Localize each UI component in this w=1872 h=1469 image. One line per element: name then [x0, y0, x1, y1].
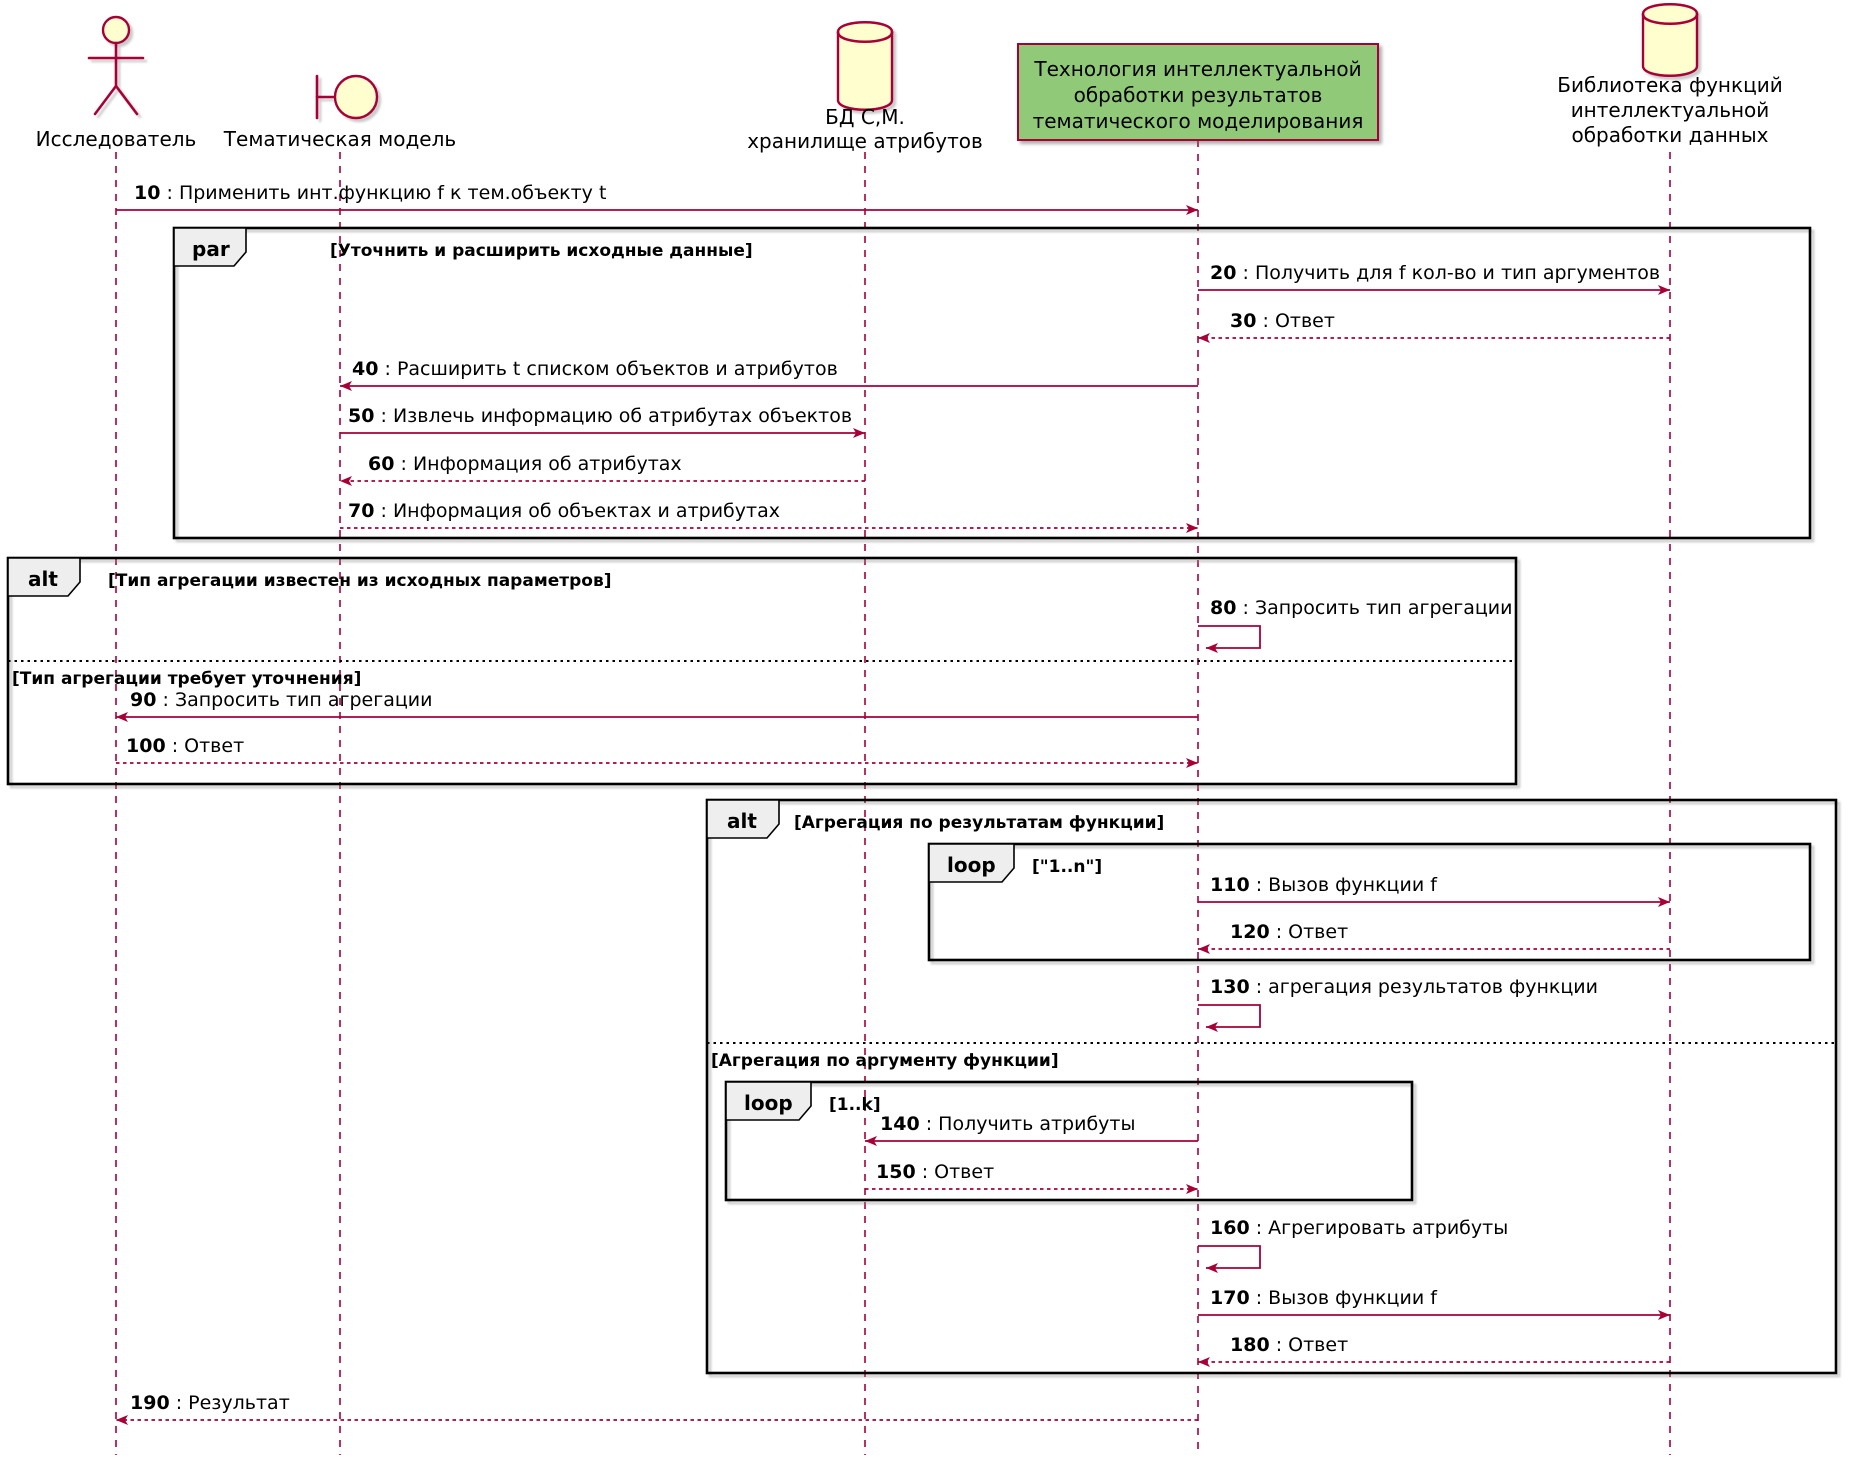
frame-loop1-guard: ["1..n"] — [1032, 857, 1102, 877]
svg-text:40 : Расширить t списком объек: 40 : Расширить t списком объектов и атри… — [352, 358, 838, 380]
participant-label: интеллектуальной — [1571, 98, 1770, 122]
message-190: 190 : Результат — [116, 1392, 1198, 1425]
svg-text:170 : Вызов функции f: 170 : Вызов функции f — [1210, 1287, 1438, 1309]
participant-box — [1017, 43, 1379, 141]
frame-alt2-else-guard: [Агрегация по аргументу функции] — [711, 1051, 1059, 1071]
participant-label: Тематическая модель — [223, 127, 456, 151]
message-140: 140 : Получить атрибуты — [865, 1113, 1198, 1146]
frame-alt2-guard: [Агрегация по результатам функции] — [794, 813, 1164, 833]
participant-tech: Технология интеллектуальной обработки ре… — [1017, 43, 1379, 141]
participant-label: Исследователь — [36, 127, 197, 151]
message-130-self: 130 : агрегация результатов функции — [1198, 976, 1598, 1032]
participant-label: обработки данных — [1571, 123, 1768, 147]
svg-text:20 : Получить для f кол-во и т: 20 : Получить для f кол-во и тип аргумен… — [1210, 262, 1660, 284]
frame-loop-1k: loop [1..k] — [724, 1080, 1414, 1202]
svg-text:120 : Ответ: 120 : Ответ — [1230, 921, 1348, 943]
frame-alt1-name: alt — [28, 567, 58, 591]
participant-label: обработки результатов — [1074, 83, 1323, 107]
message-40: 40 : Расширить t списком объектов и атри… — [340, 358, 1198, 391]
participant-label: Технология интеллектуальной — [1033, 57, 1361, 81]
message-20: 20 : Получить для f кол-во и тип аргумен… — [1198, 262, 1670, 295]
frame-alt-aggregation-mode: alt [Агрегация по результатам функции] [… — [705, 798, 1838, 1375]
message-120: 120 : Ответ — [1198, 921, 1670, 954]
message-90: 90 : Запросить тип агрегации — [116, 689, 1198, 722]
message-10: 10 : Применить инт.функцию f к тем.объек… — [116, 182, 1198, 215]
svg-text:10 : Применить инт.функцию f к: 10 : Применить инт.функцию f к тем.объек… — [134, 182, 606, 204]
actor-icon — [87, 15, 145, 116]
participant-thematic-model: Тематическая модель — [223, 74, 456, 151]
message-180: 180 : Ответ — [1198, 1334, 1670, 1367]
frame-alt-aggregation-type: alt [Тип агрегации известен из исходных … — [6, 556, 1518, 786]
message-110: 110 : Вызов функции f — [1198, 874, 1670, 907]
svg-text:30 : Ответ: 30 : Ответ — [1230, 310, 1335, 332]
database-icon — [1641, 3, 1699, 77]
frame-par-name: par — [192, 237, 230, 261]
svg-text:180 : Ответ: 180 : Ответ — [1230, 1334, 1348, 1356]
participant-researcher: Исследователь — [36, 15, 197, 151]
participant-label: хранилище атрибутов — [747, 129, 983, 153]
frame-alt1-guard: [Тип агрегации известен из исходных пара… — [108, 571, 611, 591]
svg-text:130 : агрегация результатов фу: 130 : агрегация результатов функции — [1210, 976, 1598, 998]
database-icon — [836, 21, 894, 111]
frame-par-guard: [Уточнить и расширить исходные данные] — [330, 241, 753, 261]
svg-text:110 : Вызов функции f: 110 : Вызов функции f — [1210, 874, 1438, 896]
message-50: 50 : Извлечь информацию об атрибутах объ… — [340, 405, 865, 438]
participant-label: Библиотека функций — [1557, 73, 1782, 97]
lifelines — [115, 140, 1671, 1455]
frame-par: par [Уточнить и расширить исходные данны… — [172, 226, 1812, 540]
svg-text:150 : Ответ: 150 : Ответ — [876, 1161, 994, 1183]
svg-text:90 : Запросить тип агрегации: 90 : Запросить тип агрегации — [130, 689, 432, 711]
frame-loop2-name: loop — [744, 1091, 793, 1115]
svg-text:190 : Результат: 190 : Результат — [130, 1392, 290, 1414]
svg-text:60 : Информация об атрибутах: 60 : Информация об атрибутах — [368, 453, 682, 475]
message-170: 170 : Вызов функции f — [1198, 1287, 1670, 1320]
frame-alt1-else-guard: [Тип агрегации требует уточнения] — [12, 669, 361, 689]
boundary-icon — [315, 74, 379, 120]
participant-attr-db: БД С,М. хранилище атрибутов — [747, 21, 983, 153]
svg-text:140 : Получить атрибуты: 140 : Получить атрибуты — [880, 1113, 1136, 1135]
frame-loop2-guard: [1..k] — [829, 1095, 881, 1115]
svg-text:70 : Информация об объектах и: 70 : Информация об объектах и атрибутах — [348, 500, 780, 522]
participant-label: БД С,М. — [825, 105, 905, 129]
participant-func-lib: Библиотека функций интеллектуальной обра… — [1557, 3, 1783, 147]
frame-alt2-name: alt — [727, 809, 757, 833]
message-100: 100 : Ответ — [116, 735, 1198, 768]
svg-text:160 : Агрегировать атрибуты: 160 : Агрегировать атрибуты — [1210, 1217, 1508, 1239]
svg-text:100 : Ответ: 100 : Ответ — [126, 735, 244, 757]
svg-text:50 : Извлечь информацию об атр: 50 : Извлечь информацию об атрибутах объ… — [348, 405, 852, 427]
frame-loop-1n: loop ["1..n"] — [927, 842, 1812, 962]
message-60: 60 : Информация об атрибутах — [340, 453, 865, 486]
message-80-self: 80 : Запросить тип агрегации — [1198, 597, 1512, 653]
frame-loop1-name: loop — [947, 853, 996, 877]
svg-text:80 : Запросить тип агрегации: 80 : Запросить тип агрегации — [1210, 597, 1512, 619]
message-70: 70 : Информация об объектах и атрибутах — [340, 500, 1198, 533]
participant-label: тематического моделирования — [1033, 109, 1364, 133]
message-150: 150 : Ответ — [865, 1161, 1198, 1194]
message-160-self: 160 : Агрегировать атрибуты — [1198, 1217, 1508, 1273]
message-30: 30 : Ответ — [1198, 310, 1670, 343]
